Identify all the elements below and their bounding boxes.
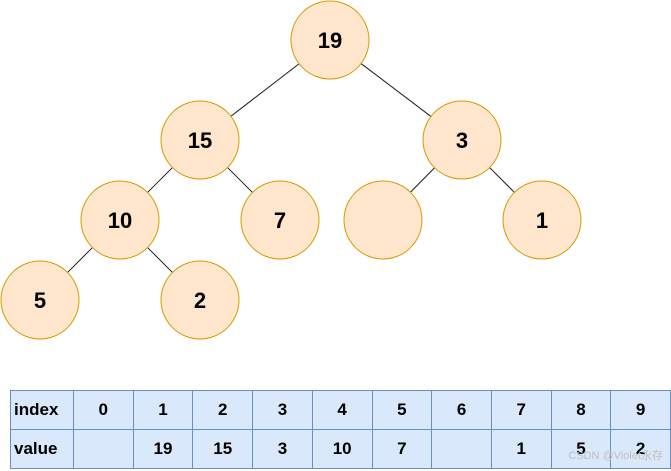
index-cell-0: 0 [72,390,134,430]
watermark: CSDN @Violet永存 [568,450,663,462]
tree-node-n6 [343,180,423,260]
value-cell-5: 7 [371,429,433,469]
node-label: 2 [194,288,206,313]
index-cell-2: 2 [192,390,254,430]
tree-edges [67,63,515,273]
value-row-label: value [10,429,74,469]
tree-node-n9: 2 [160,260,240,340]
index-row-label: index [10,390,74,430]
value-cell-3: 3 [252,429,313,469]
edge-n3-n6 [410,167,435,193]
node-circle [160,260,240,340]
value-cell-8: 5 [550,429,612,469]
index-cell-6: 6 [431,390,492,430]
node-label: 5 [34,288,46,313]
node-circle [160,100,240,180]
node-label: 19 [318,28,342,53]
node-circle [502,180,582,260]
index-cell-3: 3 [252,390,313,430]
value-cell-7: 1 [490,429,552,469]
edge-n4-n8 [67,247,93,273]
index-cell-8: 8 [550,390,612,430]
edge-n1-n3 [360,63,432,117]
value-cell-4: 10 [311,429,373,469]
index-cell-5: 5 [371,390,433,430]
index-cell-9: 9 [610,390,671,430]
node-circle [0,260,80,340]
node-circle [240,180,320,260]
tree-node-n5: 7 [240,180,320,260]
node-circle [80,180,160,260]
tree-node-n7: 1 [502,180,582,260]
tree-node-n2: 15 [160,100,240,180]
node-circle [343,180,423,260]
node-label: 7 [274,208,286,233]
edge-n2-n5 [227,167,253,193]
value-cell-2: 15 [192,429,254,469]
tree-node-n1: 19 [290,0,370,80]
value-cell-9: 2 [610,429,671,469]
edge-n1-n2 [230,63,300,117]
node-label: 10 [108,208,132,233]
tree-node-n3: 3 [422,100,502,180]
node-circle [422,100,502,180]
tree-node-n8: 5 [0,260,80,340]
index-cell-7: 7 [490,390,552,430]
node-label: 1 [536,208,548,233]
value-cell-6 [431,429,492,469]
node-circle [290,0,370,80]
value-cell-1: 19 [132,429,194,469]
edge-n3-n7 [489,167,515,193]
index-cell-4: 4 [311,390,373,430]
value-cell-0 [72,429,134,469]
tree-node-n4: 10 [80,180,160,260]
node-label: 3 [456,128,468,153]
index-cell-1: 1 [132,390,194,430]
edge-n4-n9 [147,247,173,273]
node-label: 15 [188,128,212,153]
edge-n2-n4 [147,167,173,193]
